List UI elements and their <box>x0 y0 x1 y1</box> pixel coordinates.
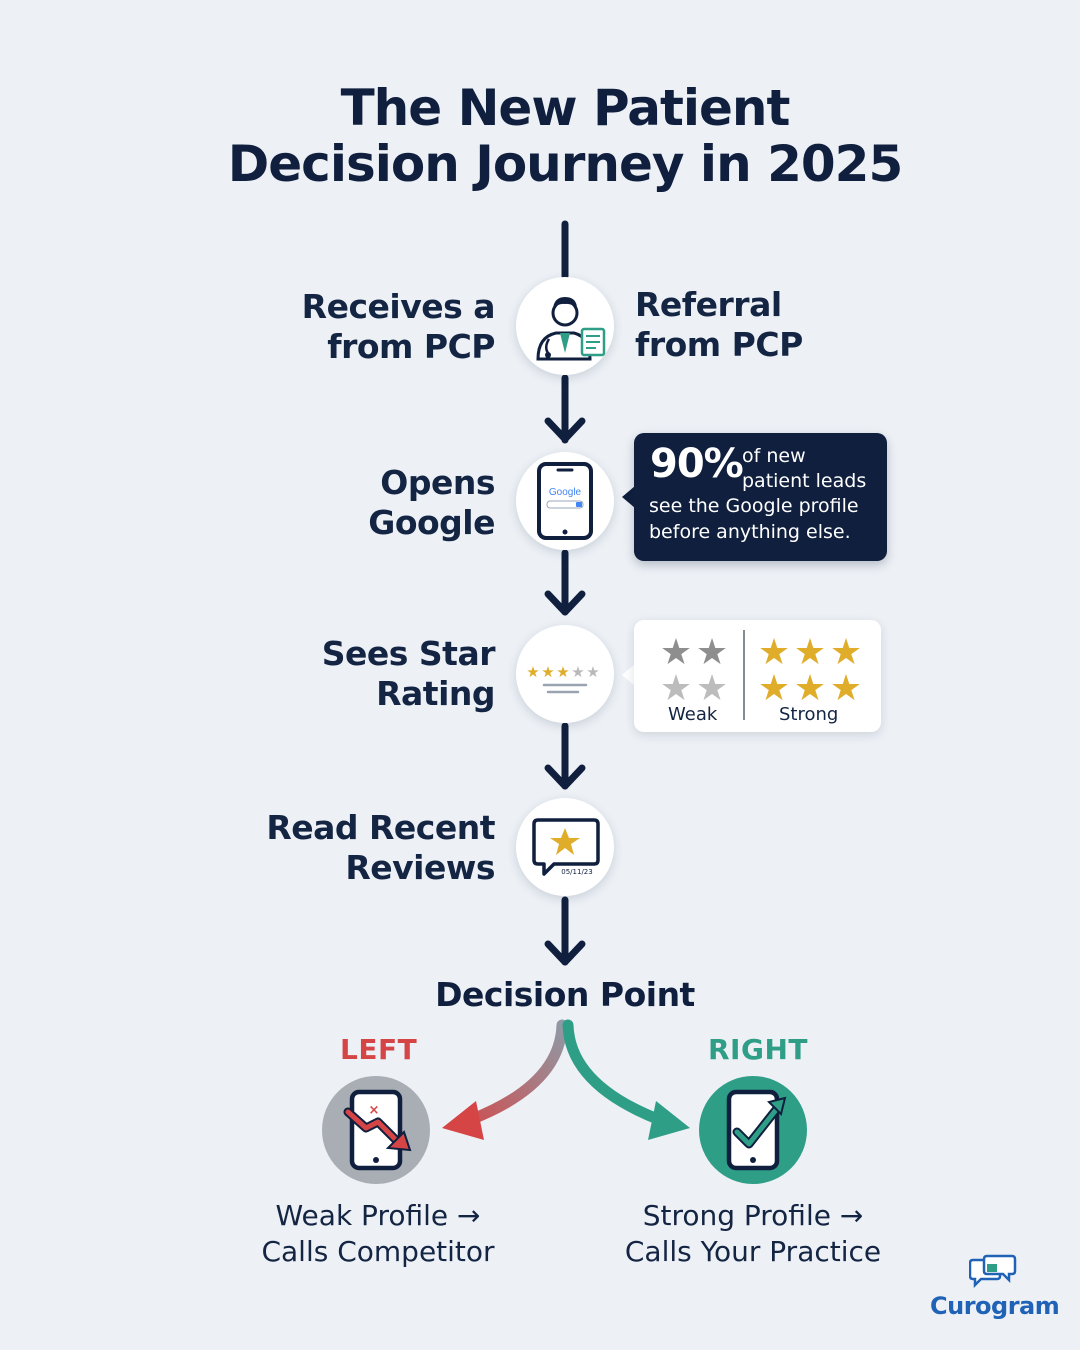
svg-text:★: ★ <box>794 632 826 673</box>
right-branch-arrowhead <box>648 1101 690 1140</box>
svg-text:★: ★ <box>794 668 826 709</box>
svg-text:★: ★ <box>571 663 584 681</box>
step-node-4: 05/11/23 <box>516 798 614 896</box>
svg-text:★: ★ <box>660 668 692 709</box>
svg-text:×: × <box>369 1103 380 1118</box>
step-sees-star-rating-label: Sees Star Rating <box>321 634 496 713</box>
right-branch-arrow <box>562 1019 666 1126</box>
svg-text:★: ★ <box>660 632 692 673</box>
step-node-2: Google <box>516 452 614 550</box>
svg-text:★: ★ <box>526 663 539 681</box>
stat-percent: 90% <box>650 441 744 487</box>
svg-text:★: ★ <box>556 663 569 681</box>
review-date-text: 05/11/23 <box>561 868 592 876</box>
callout-pointer <box>622 486 635 508</box>
left-branch-label: LEFT <box>340 1033 418 1066</box>
svg-text:★: ★ <box>696 668 728 709</box>
phone-trend-down-icon: × <box>322 1076 430 1184</box>
step-read-reviews-label: Read Recent Reviews <box>266 808 495 887</box>
left-branch-arrowhead <box>442 1101 484 1140</box>
review-bubble-icon: 05/11/23 <box>532 818 600 876</box>
svg-text:★: ★ <box>758 668 790 709</box>
step-opens-google-label: Opens Google <box>368 463 495 542</box>
left-branch-arrow <box>464 1019 568 1126</box>
rating-card-pointer <box>622 664 635 686</box>
svg-text:★: ★ <box>696 632 728 673</box>
strong-rating-label: Strong <box>779 704 839 725</box>
chat-bubbles-icon <box>969 1254 1017 1289</box>
svg-text:★: ★ <box>541 663 554 681</box>
right-outcome-text: Strong Profile → Calls Your Practice <box>624 1199 882 1268</box>
phone-google-icon: Google <box>537 462 593 540</box>
brand-logo-text: Curogram <box>930 1292 1060 1320</box>
svg-text:★: ★ <box>758 632 790 673</box>
title-line-1: The New Patient <box>340 79 791 137</box>
step-node-3: ★ ★ ★ ★ ★ <box>516 625 614 723</box>
stat-text-line-3: see the Google profile <box>649 495 859 517</box>
svg-text:★: ★ <box>830 668 862 709</box>
step-receives-referral-label: Receives a from PCP <box>301 287 496 366</box>
connector-arrowheads <box>544 417 586 966</box>
google-logo-text: Google <box>549 487 582 498</box>
svg-text:★: ★ <box>830 632 862 673</box>
decision-point-title: Decision Point <box>435 975 695 1014</box>
right-branch-label: RIGHT <box>708 1033 808 1066</box>
stat-text-line-2: patient leads <box>742 470 867 492</box>
svg-text:★: ★ <box>586 663 599 681</box>
left-outcome-text: Weak Profile → Calls Competitor <box>261 1199 495 1268</box>
stat-text-line-4: before anything else. <box>649 521 851 543</box>
page-title: The New Patient Decision Journey in 2025 <box>0 80 1080 192</box>
title-line-2: Decision Journey in 2025 <box>227 135 903 193</box>
stat-callout: 90% of new patient leads see the Google … <box>634 433 887 561</box>
rating-comparison-card: ★ ★ ★ ★ ★ ★ ★ ★ ★ ★ Weak Strong <box>634 620 881 732</box>
phone-check-icon <box>699 1076 807 1184</box>
weak-rating-label: Weak <box>668 704 718 725</box>
rating-stars: ★ ★ ★ ★ ★ ★ ★ ★ ★ ★ <box>660 630 862 720</box>
referral-from-pcp-label: Referral from PCP <box>635 285 803 364</box>
stat-text-line-1: of new <box>742 445 806 467</box>
doctor-icon <box>536 297 606 361</box>
star-rating-icon: ★ ★ ★ ★ ★ <box>526 663 600 694</box>
step-node-1 <box>516 277 614 375</box>
